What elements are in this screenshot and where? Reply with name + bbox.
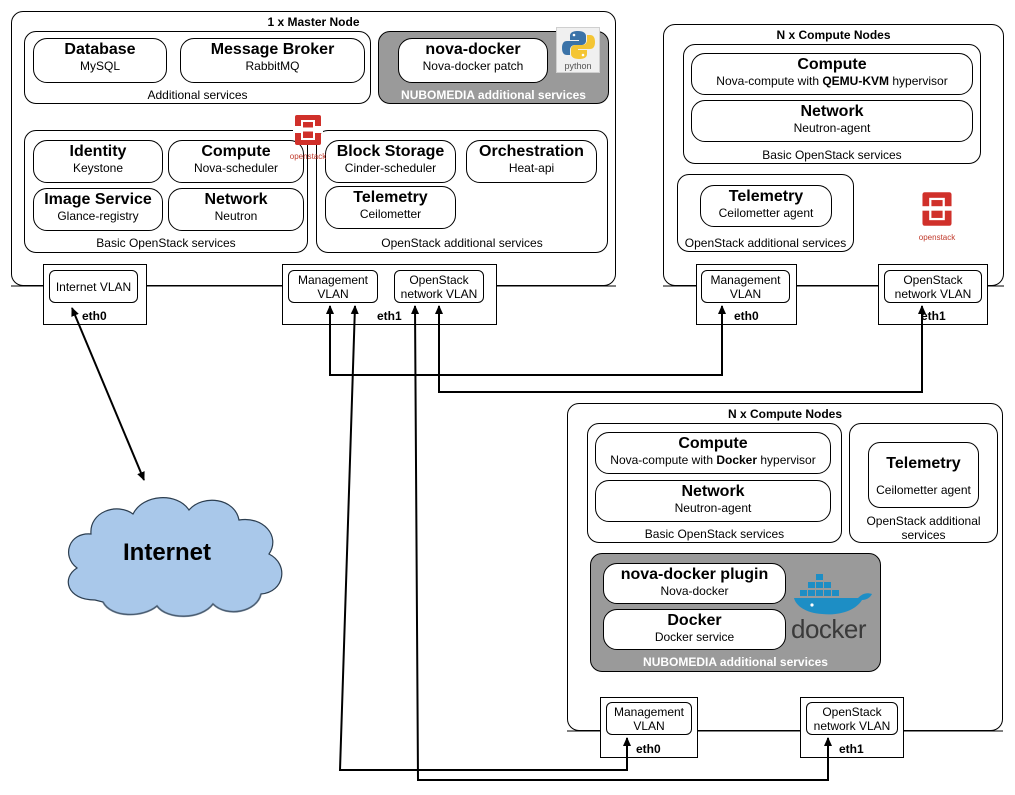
compute-kvm-title: N x Compute Nodes bbox=[776, 28, 891, 42]
net-link-kvm bbox=[435, 305, 926, 393]
docker-telemetry-title: Telemetry bbox=[886, 455, 961, 472]
python-logo-text: python bbox=[564, 61, 592, 71]
python-logo: python bbox=[556, 27, 600, 73]
kvm-openstack-additional-caption: OpenStack additional services bbox=[684, 236, 847, 250]
kvm-compute-sub: Nova-compute with QEMU-KVM hypervisor bbox=[692, 74, 972, 88]
openstack-icon bbox=[293, 115, 323, 145]
image-service: Image Service Glance-registry bbox=[33, 188, 163, 231]
kvm-management-vlan: Management VLAN bbox=[701, 270, 790, 303]
docker-extra-caption-line2: services bbox=[901, 528, 946, 542]
master-basic-caption: Basic OpenStack services bbox=[96, 236, 236, 250]
docker-eth1-label: eth1 bbox=[839, 742, 864, 756]
block-storage-service: Block Storage Cinder-scheduler bbox=[325, 140, 456, 183]
master-net-line1: OpenStack bbox=[409, 272, 469, 287]
internet-cloud-icon bbox=[67, 497, 283, 618]
kvm-mgmt-line2: VLAN bbox=[729, 286, 762, 301]
orchestration-title: Orchestration bbox=[479, 143, 584, 160]
kvm-eth1-label: eth1 bbox=[921, 309, 946, 323]
master-openstack-network-vlan: OpenStack network VLAN bbox=[394, 270, 484, 303]
python-icon bbox=[562, 31, 595, 59]
nova-docker-service: nova-docker Nova-docker patch bbox=[398, 38, 548, 83]
master-nubomedia-caption: NUBOMEDIA additional services bbox=[401, 88, 586, 102]
kvm-telemetry-service: Telemetry Ceilometter agent bbox=[700, 185, 832, 227]
database-service: Database MySQL bbox=[33, 38, 167, 83]
kvm-network-title: Network bbox=[800, 103, 864, 120]
master-additional-caption: Additional services bbox=[147, 88, 248, 102]
telemetry-sub: Ceilometter bbox=[359, 207, 422, 221]
message-broker-title: Message Broker bbox=[210, 41, 335, 58]
orchestration-service: Orchestration Heat-api bbox=[466, 140, 597, 183]
master-node-title: 1 x Master Node bbox=[267, 15, 360, 29]
master-management-vlan: Management VLAN bbox=[288, 270, 378, 303]
message-broker-service: Message Broker RabbitMQ bbox=[180, 38, 365, 83]
docker-telemetry-sub: Ceilometter agent bbox=[876, 483, 971, 497]
identity-service: Identity Keystone bbox=[33, 140, 163, 183]
image-service-title: Image Service bbox=[44, 191, 152, 208]
openstack-logo-master: openstack bbox=[284, 113, 332, 161]
openstack-icon bbox=[920, 192, 954, 226]
nova-docker-title: nova-docker bbox=[425, 41, 521, 58]
openstack-logo-kvm-text: openstack bbox=[918, 233, 956, 242]
kvm-compute-sub-post: hypervisor bbox=[889, 74, 948, 88]
kvm-mgmt-line1: Management bbox=[710, 272, 781, 287]
network-title: Network bbox=[204, 191, 268, 208]
net-link-docker bbox=[411, 305, 832, 781]
kvm-net-line2: network VLAN bbox=[894, 286, 972, 301]
identity-sub: Keystone bbox=[72, 161, 124, 175]
docker-telemetry-service: Telemetry Ceilometter agent bbox=[868, 442, 979, 508]
master-net-line2: network VLAN bbox=[400, 286, 478, 301]
kvm-telemetry-title: Telemetry bbox=[728, 188, 804, 205]
master-mgmt-line1: Management bbox=[297, 272, 369, 287]
openstack-logo-master-text: openstack bbox=[289, 152, 327, 161]
network-sub: Neutron bbox=[214, 209, 258, 223]
internet-label: Internet bbox=[123, 539, 212, 566]
master-mgmt-line2: VLAN bbox=[317, 286, 349, 301]
docker-net-line1: OpenStack bbox=[822, 704, 882, 719]
telemetry-service: Telemetry Ceilometter bbox=[325, 186, 456, 229]
kvm-telemetry-sub: Ceilometter agent bbox=[718, 206, 814, 220]
kvm-compute-title: Compute bbox=[797, 56, 867, 73]
mgmt-link-docker bbox=[338, 305, 631, 771]
kvm-net-line1: OpenStack bbox=[903, 272, 963, 287]
kvm-basic-caption: Basic OpenStack services bbox=[762, 148, 902, 162]
database-title: Database bbox=[64, 41, 136, 58]
message-broker-sub: RabbitMQ bbox=[245, 59, 300, 73]
docker-openstack-additional-caption: OpenStack additional services bbox=[849, 514, 998, 542]
block-storage-sub: Cinder-scheduler bbox=[344, 161, 437, 175]
identity-title: Identity bbox=[69, 143, 127, 160]
database-sub: MySQL bbox=[79, 59, 120, 73]
kvm-network-sub: Neutron-agent bbox=[793, 121, 871, 135]
kvm-compute-sub-pre: Nova-compute with bbox=[716, 74, 823, 88]
kvm-compute-service: Compute Nova-compute with QEMU-KVM hyper… bbox=[691, 53, 973, 95]
mgmt-link-kvm bbox=[326, 305, 726, 376]
kvm-compute-sub-bold: QEMU-KVM bbox=[822, 74, 890, 88]
docker-net-line2: network VLAN bbox=[813, 718, 891, 733]
docker-extra-caption-line1: OpenStack additional bbox=[866, 514, 981, 528]
compute-scheduler-title: Compute bbox=[201, 143, 271, 160]
telemetry-title: Telemetry bbox=[353, 189, 428, 206]
orchestration-sub: Heat-api bbox=[508, 161, 555, 175]
network-service: Network Neutron bbox=[168, 188, 304, 231]
master-internet-vlan: Internet VLAN bbox=[49, 270, 138, 303]
nova-docker-sub: Nova-docker patch bbox=[422, 59, 524, 73]
kvm-network-service: Network Neutron-agent bbox=[691, 100, 973, 142]
openstack-logo-kvm: openstack bbox=[908, 190, 966, 242]
master-openstack-additional-caption: OpenStack additional services bbox=[381, 236, 543, 250]
image-service-sub: Glance-registry bbox=[57, 209, 139, 223]
compute-scheduler-service: Compute Nova-scheduler bbox=[168, 140, 304, 183]
internet-link bbox=[71, 307, 145, 481]
compute-scheduler-sub: Nova-scheduler bbox=[193, 161, 279, 175]
block-storage-title: Block Storage bbox=[336, 143, 445, 160]
kvm-openstack-network-vlan: OpenStack network VLAN bbox=[884, 270, 982, 303]
